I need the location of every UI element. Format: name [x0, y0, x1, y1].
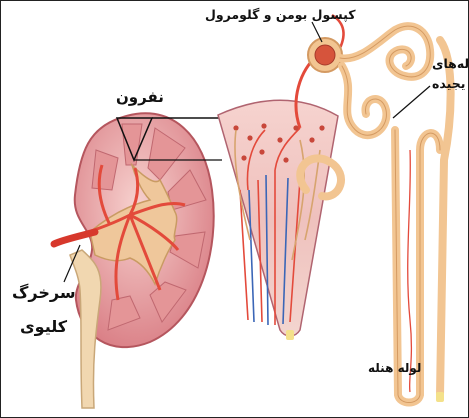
kidney-cross-section [54, 113, 214, 408]
peritubular-capillary [408, 150, 412, 392]
label-renal-artery-line1: سرخرگ [12, 283, 76, 302]
wedge-tip [286, 330, 294, 340]
collecting-duct-tip [436, 392, 444, 402]
label-renal-artery-line2: کلیوی [20, 317, 67, 336]
ureter [70, 250, 101, 408]
distal-convoluted-tubule [300, 40, 450, 395]
label-convoluted-tubules-line2: یجیده [432, 76, 465, 91]
label-convoluted-tubules-line1: له‌های [432, 56, 469, 71]
renal-artery-main [54, 232, 95, 244]
label-loop-of-henle: لوله هنله [368, 361, 421, 375]
label-nephron: نفرون [116, 88, 164, 106]
glomerulus [315, 45, 335, 65]
magnified-wedge [218, 100, 338, 340]
proximal-convoluted-tubule [340, 26, 430, 135]
tubules-pointer-line [393, 86, 430, 118]
label-bowman-capsule-glomerulus: کپسول بومن و گلومرول [205, 7, 355, 22]
